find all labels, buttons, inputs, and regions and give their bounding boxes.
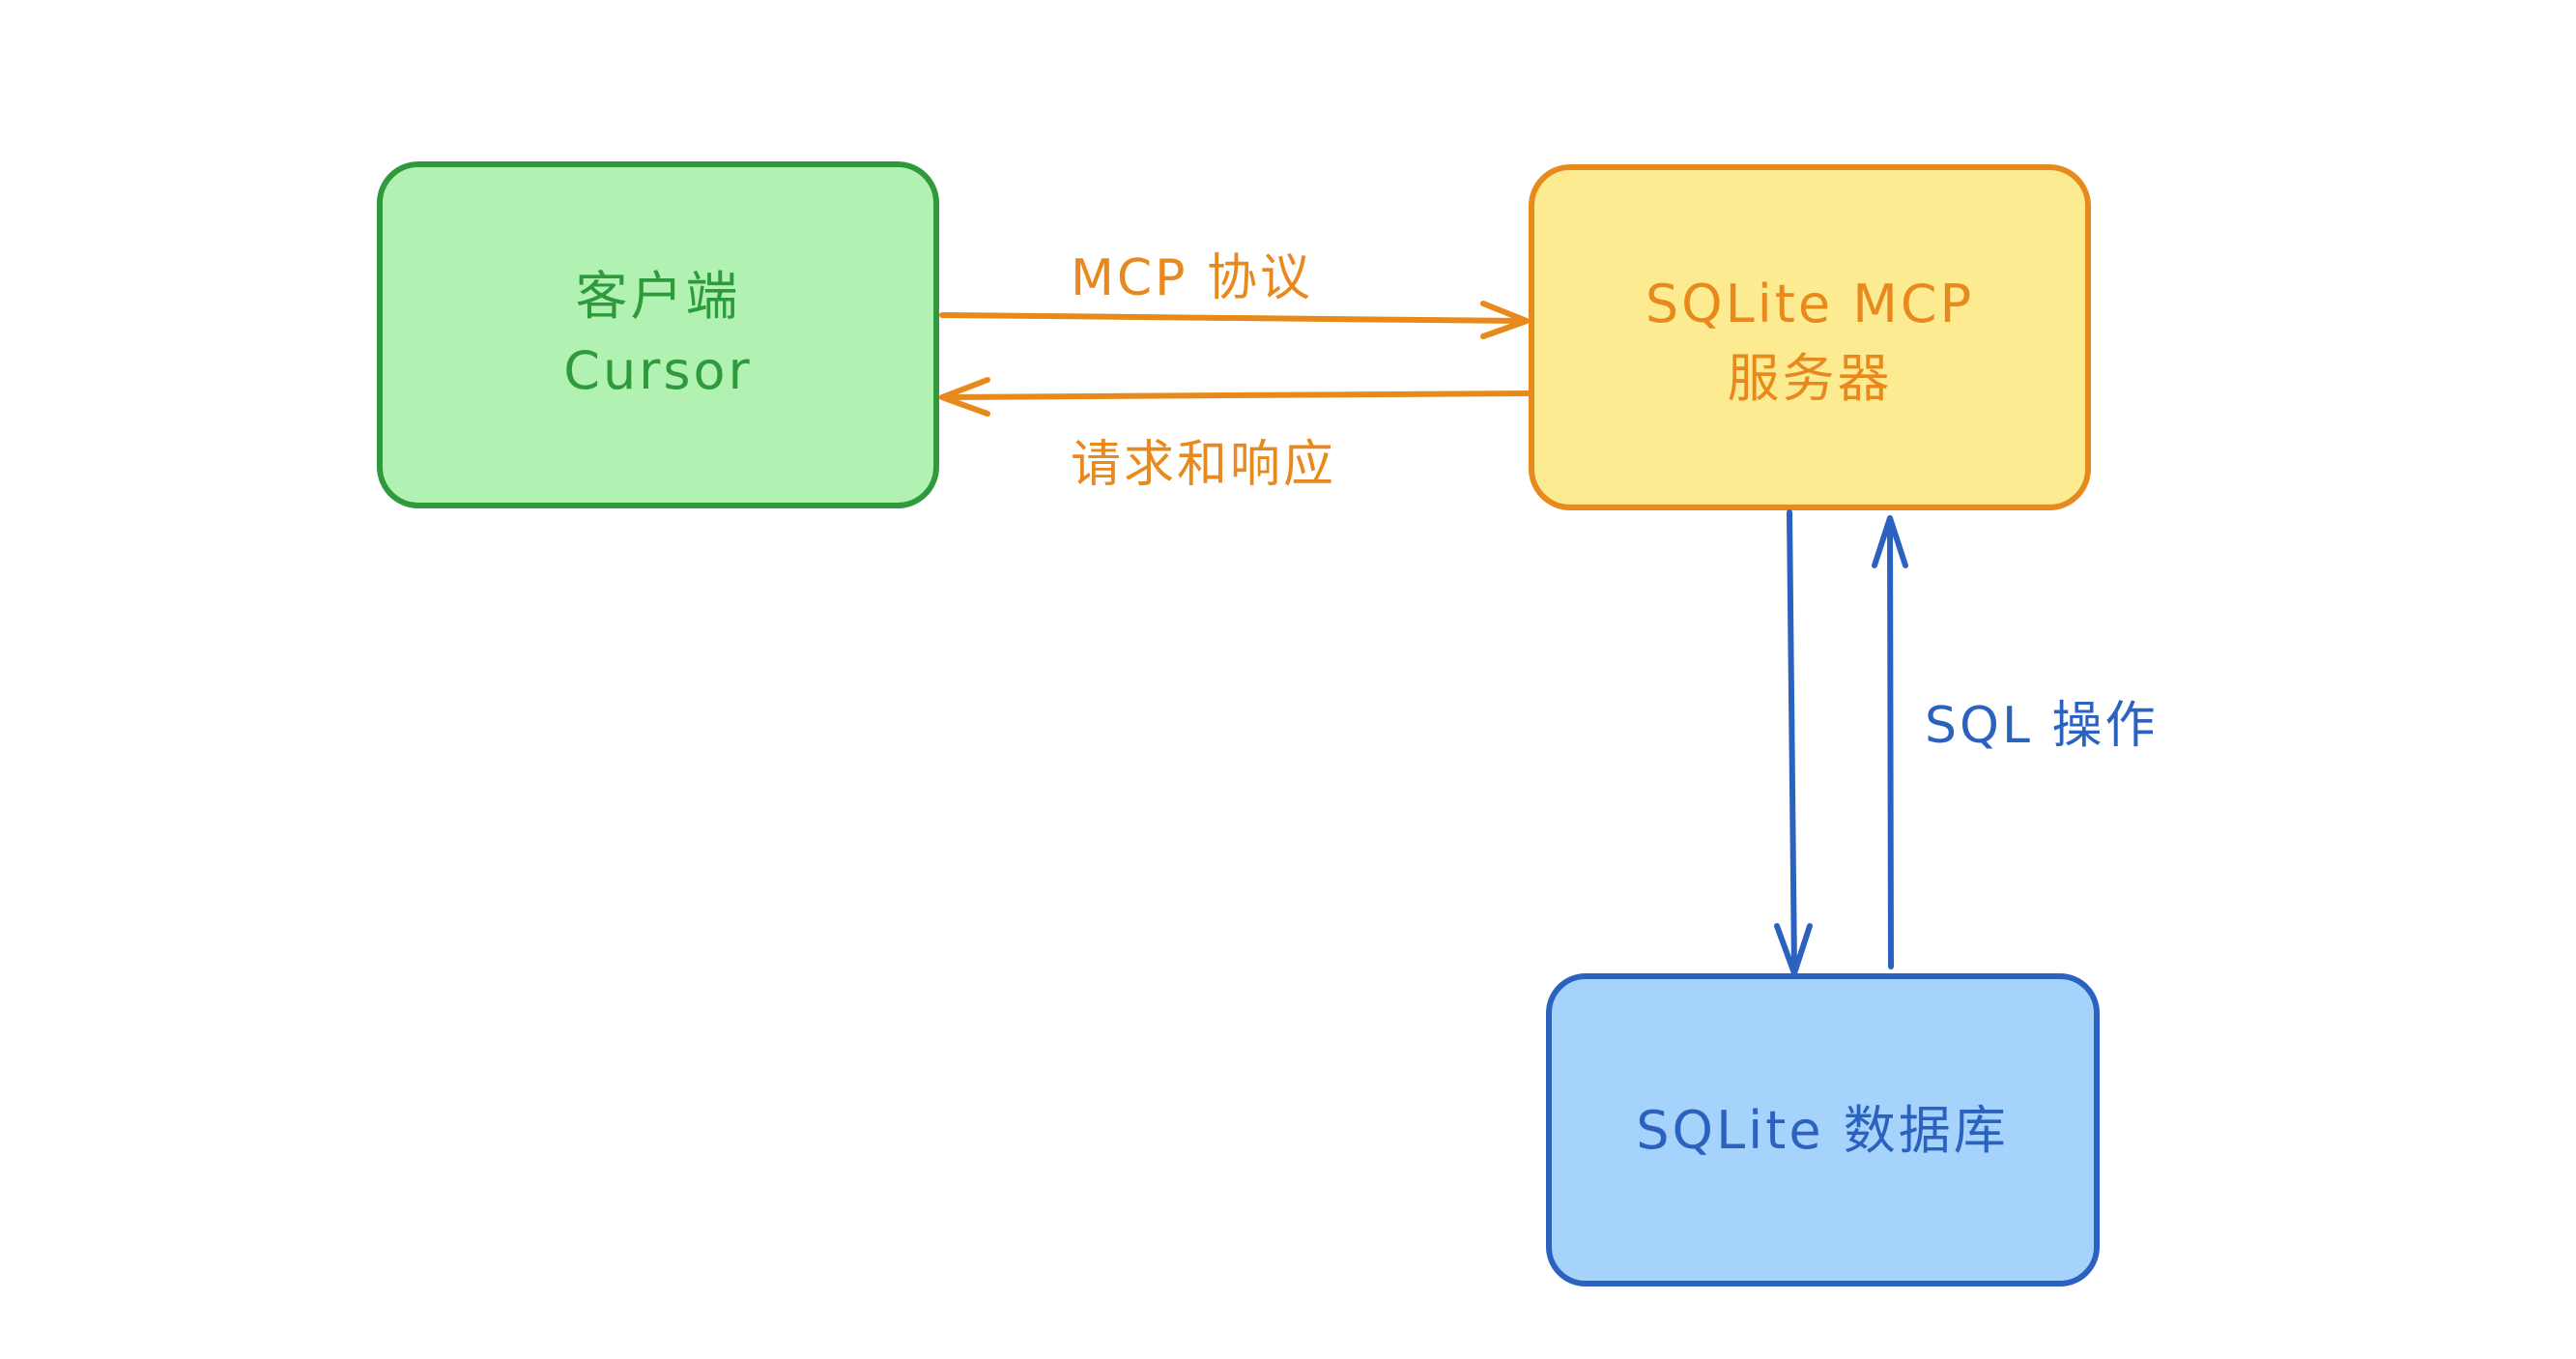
server-box [1529,164,2091,510]
server-node: SQLite MCP 服务器 [1529,164,2091,510]
client-subtitle: Cursor [563,340,753,401]
sql-edge-label: SQL 操作 [1925,697,2158,755]
sql-up-arrow-head [1872,515,1908,568]
database-title: SQLite 数据库 [1636,1100,2008,1161]
sql-down-edge [1774,509,1813,976]
response-edge-label: 请求和响应 [1071,436,1336,494]
sql-down-arrow-head [1774,923,1813,976]
response-edge: 请求和响应 [939,377,1532,494]
database-box [1546,973,2100,1287]
protocol-arrow-head [1480,301,1530,339]
client-node: 客户端 Cursor [377,161,939,508]
database-node: SQLite 数据库 [1546,973,2100,1287]
sql-up-edge: SQL 操作 [1872,515,2158,969]
server-subtitle: 服务器 [1728,348,1893,409]
client-title: 客户端 [576,266,741,327]
response-arrow-line [939,390,1532,400]
client-box [377,161,939,508]
protocol-arrow-line [939,312,1528,324]
sql-up-arrow-line [1887,517,1894,969]
protocol-edge-label: MCP 协议 [1071,249,1313,307]
sql-down-arrow-line [1787,509,1797,974]
server-title: SQLite MCP [1646,274,1974,334]
protocol-edge: MCP 协议 [939,249,1530,339]
response-arrow-head [939,377,990,417]
